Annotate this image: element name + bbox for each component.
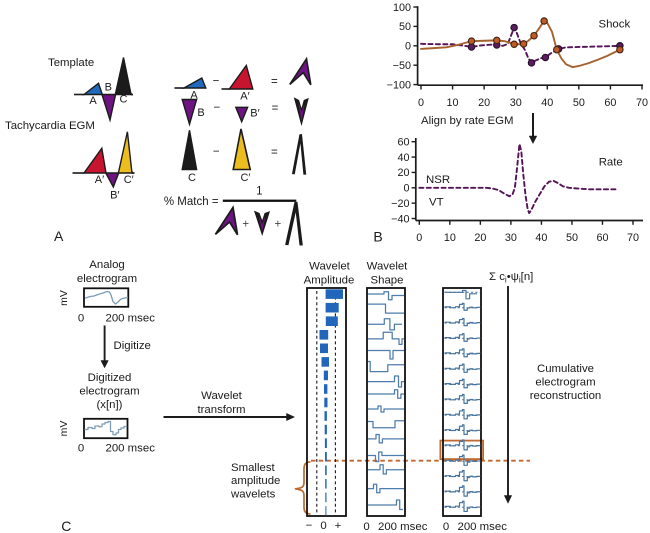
svg-text:−: −: [213, 146, 220, 158]
svg-text:=: =: [272, 103, 279, 115]
svg-text:20: 20: [397, 167, 409, 179]
svg-text:transform: transform: [197, 404, 245, 416]
svg-text:−: −: [306, 520, 313, 532]
svg-text:Template: Template: [48, 57, 94, 69]
svg-text:Cumulative: Cumulative: [537, 363, 594, 375]
svg-text:=: =: [271, 147, 278, 159]
svg-text:A′: A′: [95, 174, 104, 186]
svg-text:B: B: [373, 229, 382, 245]
svg-text:Tachycardia EGM: Tachycardia EGM: [5, 120, 95, 132]
svg-text:0: 0: [405, 41, 411, 53]
svg-text:C: C: [61, 518, 71, 533]
svg-text:Shock: Shock: [599, 19, 631, 31]
svg-text:40: 40: [397, 152, 409, 164]
svg-text:(x[n]): (x[n]): [97, 399, 123, 411]
svg-text:70: 70: [636, 97, 648, 109]
svg-text:30: 30: [510, 97, 522, 109]
svg-text:200 msec: 200 msec: [106, 313, 156, 325]
svg-text:reconstruction: reconstruction: [530, 390, 602, 402]
svg-text:C′: C′: [124, 174, 134, 186]
svg-text:+: +: [335, 520, 342, 532]
svg-text:A: A: [54, 228, 64, 244]
svg-text:200 msec: 200 msec: [458, 521, 508, 533]
svg-text:200 msec: 200 msec: [378, 521, 428, 533]
svg-text:B′: B′: [250, 108, 259, 120]
svg-text:−20: −20: [391, 198, 409, 210]
svg-text:40: 40: [541, 97, 553, 109]
svg-text:70: 70: [627, 232, 639, 244]
svg-text:electrogram: electrogram: [79, 386, 139, 398]
svg-text:0: 0: [403, 183, 409, 195]
svg-text:−50: −50: [393, 60, 411, 72]
svg-text:60: 60: [596, 232, 608, 244]
svg-text:0: 0: [418, 97, 424, 109]
svg-text:0: 0: [416, 232, 422, 244]
svg-text:% Match =: % Match =: [164, 196, 219, 208]
svg-text:50: 50: [573, 97, 585, 109]
svg-text:+: +: [242, 219, 249, 231]
svg-text:40: 40: [535, 232, 547, 244]
svg-text:wavelets: wavelets: [230, 488, 276, 500]
svg-text:0: 0: [320, 520, 326, 532]
svg-text:10: 10: [447, 97, 459, 109]
svg-text:Σ ci•ψi[n]: Σ ci•ψi[n]: [489, 271, 533, 284]
svg-text:−100: −100: [387, 79, 411, 91]
svg-text:mV: mV: [58, 421, 70, 437]
svg-text:A: A: [190, 90, 198, 102]
svg-text:Wavelet: Wavelet: [201, 390, 243, 402]
svg-text:amplitude: amplitude: [231, 475, 280, 487]
svg-text:10: 10: [444, 232, 456, 244]
svg-text:Wavelet: Wavelet: [309, 261, 351, 273]
svg-text:Smallest: Smallest: [231, 462, 276, 474]
svg-text:50: 50: [399, 21, 411, 33]
svg-text:B′: B′: [110, 190, 119, 202]
svg-text:=: =: [271, 76, 278, 88]
svg-text:60: 60: [604, 97, 616, 109]
svg-text:Shape: Shape: [371, 275, 404, 287]
svg-text:+: +: [275, 219, 282, 231]
svg-text:Analog: Analog: [89, 259, 124, 271]
svg-text:B: B: [105, 82, 112, 94]
svg-text:mV: mV: [58, 290, 70, 306]
svg-text:0: 0: [78, 443, 84, 455]
svg-text:60: 60: [397, 137, 409, 149]
svg-text:20: 20: [474, 232, 486, 244]
svg-text:Digitize: Digitize: [114, 340, 151, 352]
svg-text:A: A: [89, 95, 97, 107]
svg-text:0: 0: [78, 313, 84, 325]
svg-text:200 msec: 200 msec: [106, 443, 156, 455]
svg-text:VT: VT: [429, 197, 444, 209]
svg-text:Align by rate EGM: Align by rate EGM: [421, 115, 513, 127]
svg-text:1: 1: [256, 186, 262, 198]
svg-text:20: 20: [478, 97, 490, 109]
svg-text:50: 50: [566, 232, 578, 244]
svg-text:30: 30: [505, 232, 517, 244]
svg-text:0: 0: [363, 521, 369, 533]
svg-text:−: −: [213, 76, 220, 88]
svg-text:NSR: NSR: [426, 174, 450, 186]
svg-text:electrogram: electrogram: [535, 377, 595, 389]
svg-text:−: −: [214, 102, 221, 114]
svg-text:A′: A′: [240, 91, 249, 103]
svg-text:Amplitude: Amplitude: [304, 275, 355, 287]
svg-text:C: C: [188, 172, 196, 184]
svg-text:0: 0: [443, 521, 449, 533]
svg-text:100: 100: [393, 2, 411, 14]
svg-text:B: B: [197, 107, 204, 119]
svg-text:−40: −40: [391, 213, 409, 225]
svg-text:Digitized: Digitized: [88, 372, 132, 384]
svg-text:C: C: [120, 94, 128, 106]
svg-text:Rate: Rate: [599, 157, 623, 169]
svg-text:Wavelet: Wavelet: [367, 261, 409, 273]
svg-text:electrogram: electrogram: [77, 273, 137, 285]
svg-text:C′: C′: [240, 172, 250, 184]
